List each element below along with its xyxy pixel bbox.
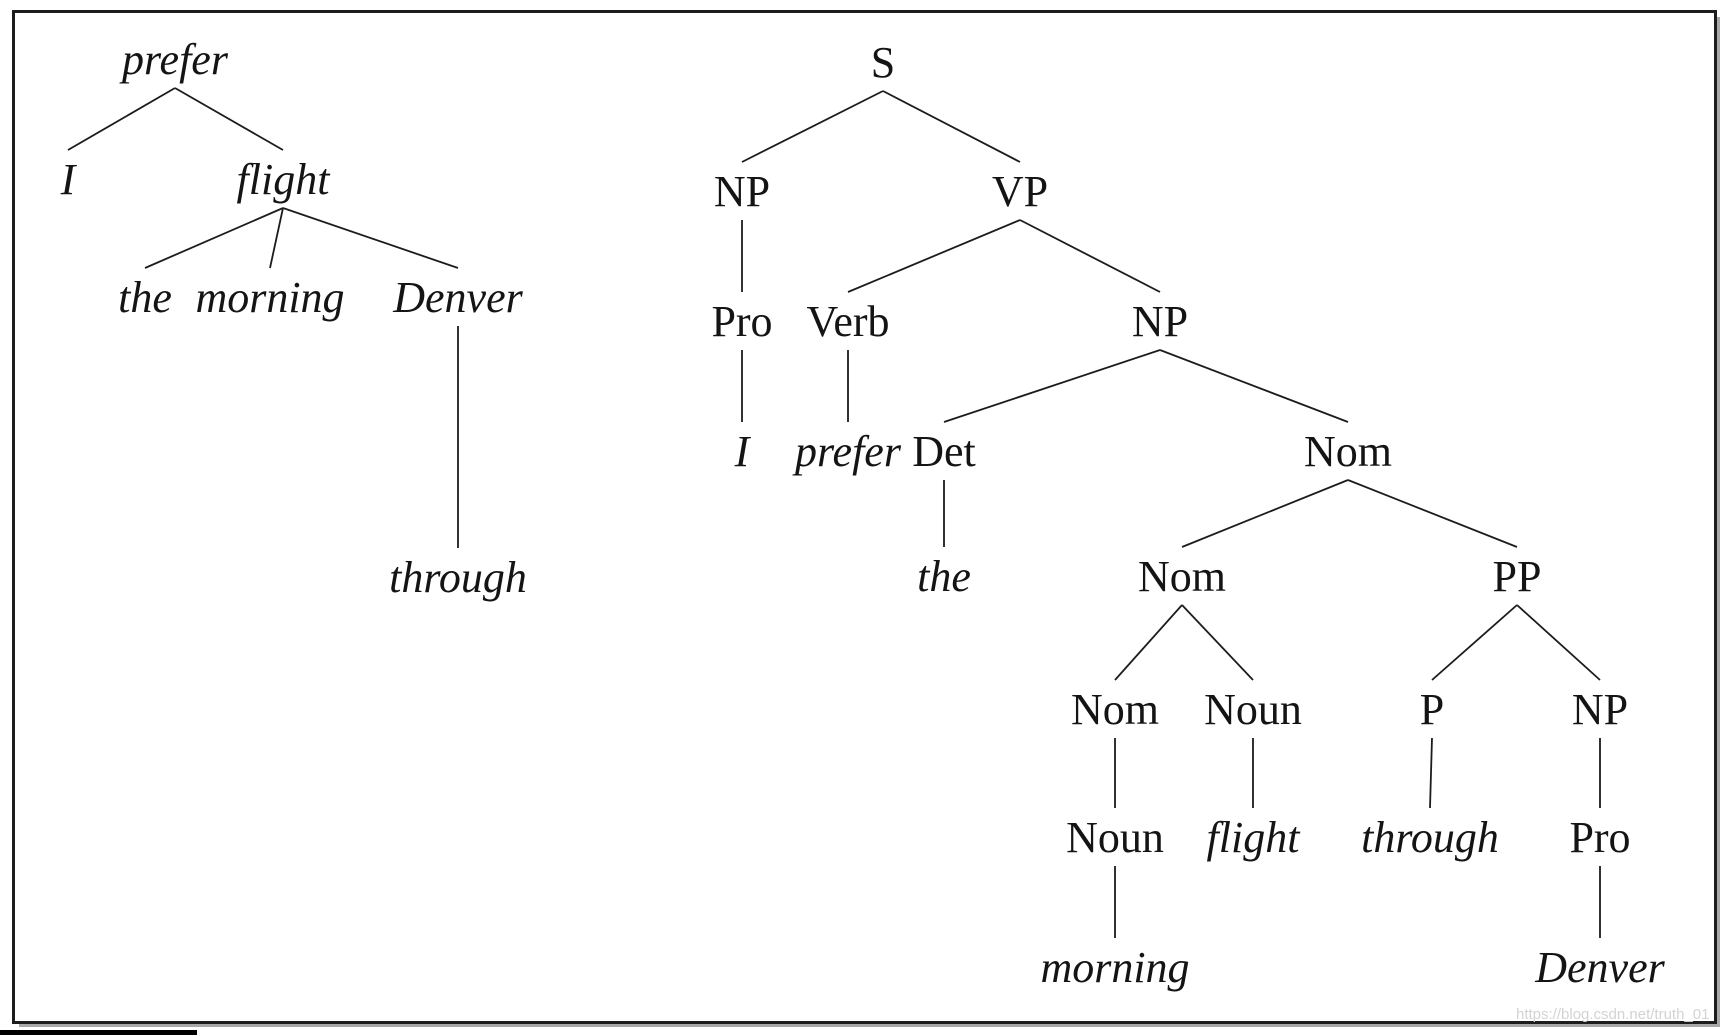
bottom-left-rule	[0, 1030, 197, 1035]
tree-edge-constituency-tree-vp-verb	[847, 219, 1021, 293]
tree-edge-constituency-tree-pp-np	[1516, 604, 1601, 681]
tree-node-constituency-tree-15-p: P	[1419, 685, 1445, 734]
tree-node-constituency-tree-8-det: Det	[912, 427, 976, 476]
figure-border	[12, 10, 1717, 1024]
watermark-text: https://blog.csdn.net/truth_01	[1516, 1006, 1710, 1023]
tree-edge-constituency-tree-np-det	[943, 349, 1161, 423]
tree-node-dependency-tree-3-the: the	[118, 273, 172, 322]
tree-node-dependency-tree-6-through: through	[389, 553, 527, 602]
tree-edge-constituency-tree-s-np	[741, 90, 884, 163]
tree-edge-dependency-tree-prefer-flight	[174, 87, 284, 151]
tree-node-dependency-tree-1-i: I	[60, 155, 76, 204]
tree-edge-constituency-tree-s-vp	[882, 90, 1021, 163]
tree-node-constituency-tree-12-pp: PP	[1492, 552, 1542, 601]
tree-node-dependency-tree-0-prefer: prefer	[122, 35, 228, 84]
tree-node-constituency-tree-13-nom: Nom	[1071, 685, 1159, 734]
tree-node-constituency-tree-4-verb: Verb	[806, 297, 890, 346]
tree-edge-dependency-tree-prefer-i	[67, 87, 176, 151]
tree-edge-dependency-tree-flight-morning	[269, 207, 284, 269]
tree-edge-constituency-tree-vp-np	[1019, 219, 1161, 293]
tree-node-constituency-tree-14-noun: Noun	[1204, 685, 1302, 734]
tree-edge-constituency-tree-nom-nom	[1181, 479, 1349, 548]
tree-node-constituency-tree-0-s: S	[870, 38, 896, 87]
tree-edge-constituency-tree-nom-noun	[1181, 604, 1254, 681]
tree-edge-constituency-tree-nom-nom	[1114, 604, 1183, 681]
tree-node-constituency-tree-7-prefer: prefer	[795, 427, 901, 476]
tree-node-constituency-tree-11-nom: Nom	[1138, 552, 1226, 601]
tree-node-constituency-tree-1-np: NP	[713, 167, 771, 216]
tree-node-constituency-tree-22-denver: Denver	[1535, 943, 1665, 992]
tree-node-constituency-tree-17-noun: Noun	[1066, 813, 1164, 862]
tree-node-constituency-tree-9-nom: Nom	[1304, 427, 1392, 476]
tree-node-constituency-tree-19-through: through	[1361, 813, 1499, 862]
tree-node-constituency-tree-6-i: I	[734, 427, 750, 476]
tree-node-constituency-tree-2-vp: VP	[991, 167, 1049, 216]
tree-edge-constituency-tree-np-nom	[1159, 349, 1349, 423]
tree-node-dependency-tree-4-morning: morning	[195, 273, 345, 322]
tree-node-constituency-tree-10-the: the	[917, 552, 971, 601]
tree-node-constituency-tree-21-morning: morning	[1040, 943, 1190, 992]
tree-edge-constituency-tree-p-through	[1429, 737, 1433, 809]
tree-node-dependency-tree-5-denver: Denver	[393, 273, 523, 322]
tree-node-constituency-tree-5-np: NP	[1131, 297, 1189, 346]
tree-edge-constituency-tree-pp-p	[1431, 604, 1518, 681]
tree-node-constituency-tree-20-pro: Pro	[1569, 813, 1631, 862]
tree-node-constituency-tree-18-flight: flight	[1206, 813, 1300, 862]
tree-edge-dependency-tree-flight-the	[144, 207, 284, 269]
tree-node-constituency-tree-16-np: NP	[1571, 685, 1629, 734]
tree-edge-dependency-tree-flight-denver	[282, 207, 459, 269]
tree-node-dependency-tree-2-flight: flight	[236, 155, 330, 204]
tree-edge-constituency-tree-nom-pp	[1347, 479, 1518, 548]
tree-node-constituency-tree-3-pro: Pro	[711, 297, 773, 346]
